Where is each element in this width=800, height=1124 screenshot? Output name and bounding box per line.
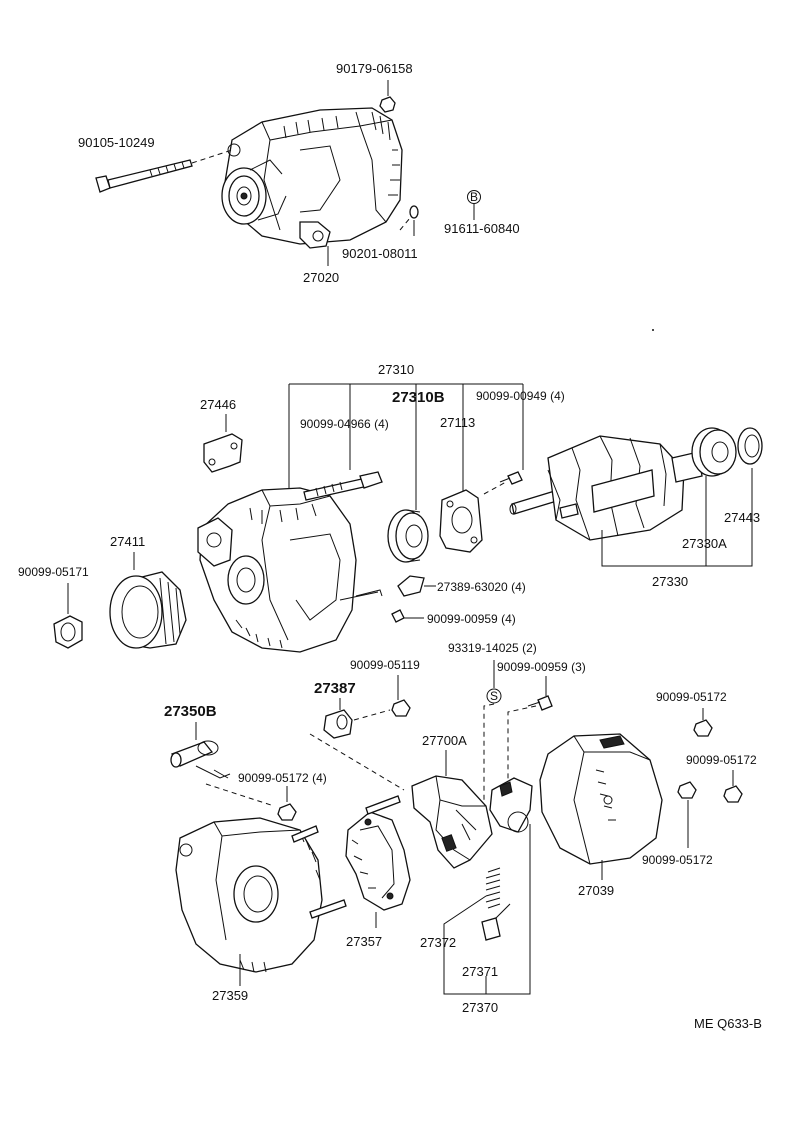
label-27446: 27446 [200,397,236,412]
b-mark: B [470,190,478,204]
washer-90201-08011 [409,205,419,219]
nut-90099-05119 [391,699,411,717]
label-27330: 27330 [652,574,688,589]
screw-90099-00959-b [527,695,553,711]
leader-washer [399,217,411,231]
bolt-90105-10249 [95,159,193,193]
bearing-rear-27330A [691,427,737,477]
label-90099-00959-4: 90099-00959 (4) [427,612,516,626]
label-27113: 27113 [440,415,475,430]
nut-90099-05172-a [277,803,297,821]
label-27350B: 27350B [164,703,217,720]
pulley-27411 [109,571,187,649]
rear-cover-27039 [539,733,663,865]
leader-screw-00959-3 [507,705,537,796]
nut-90179-06158 [379,80,396,113]
label-27389-63020: 27389-63020 (4) [437,580,526,594]
label-27371: 27371 [462,964,498,979]
label-27372: 27372 [420,935,456,950]
label-90099-04966: 90099-04966 (4) [300,417,389,431]
label-90099-00959-3: 90099-00959 (3) [497,660,586,674]
label-27357: 27357 [346,934,382,949]
label-90099-05172-top: 90099-05172 [656,690,727,704]
rotor-27330 [509,435,703,541]
leader-screw-00949 [483,481,507,495]
b-mark-circle [467,190,481,204]
label-27310: 27310 [378,362,414,377]
spring-27372 [485,867,501,909]
label-27039: 27039 [578,883,614,898]
reference-code: ME Q633-B [694,1016,762,1031]
nut-90099-05172-b [693,719,713,737]
label-90099-05172-right: 90099-05172 [686,753,757,767]
s-mark-circle [486,688,502,704]
stud-90099-04966 [303,471,383,501]
label-27370: 27370 [462,1000,498,1015]
label-90105-10249: 90105-10249 [78,135,155,150]
label-90201-08011: 90201-08011 [342,246,418,261]
screw-90099-00959-a [391,609,405,623]
leader-bolt-top [191,149,233,164]
drive-end-frame [197,487,383,653]
label-93319-14025: 93319-14025 (2) [448,641,537,655]
terminal-insulator-27350B [170,740,231,779]
s-mark: S [490,689,498,703]
label-27411: 27411 [110,534,145,549]
label-27387: 27387 [314,680,356,697]
label-27359: 27359 [212,988,248,1003]
label-27020: 27020 [303,270,339,285]
screw-90099-00949 [499,471,523,485]
bushing-27387 [323,709,353,739]
nut-90099-05171 [53,615,83,649]
regulator-27700A [411,775,493,869]
bracket-27446 [203,433,243,473]
leader-s-mark [483,703,495,804]
label-27330A: 27330A [682,536,727,551]
rectifier-27357 [345,795,411,911]
brush-holder [489,777,533,833]
insulator-27389-63020 [397,575,425,597]
label-91611-60840: 91611-60840 [444,221,520,236]
label-90099-05172-bottom: 90099-05172 [642,853,713,867]
rectifier-end-frame-27359 [175,817,347,973]
alternator-assembly-27020 [221,107,403,249]
label-90099-05119: 90099-05119 [350,658,420,672]
leader-terminal [309,733,405,791]
label-27700A: 27700A [422,733,467,748]
retainer-plate-27113 [439,489,483,553]
label-90179-06158: 90179-06158 [336,61,413,76]
leader-nut-05172-4 [205,783,275,807]
bearing-cover-27443 [737,427,763,465]
label-90099-05171: 90099-05171 [18,565,89,579]
leader-bushing [353,709,391,721]
label-27310B: 27310B [392,389,445,406]
nut-90099-05172-c [723,785,743,803]
bearing-front [387,509,429,563]
brush-27371 [481,903,511,941]
label-27443: 27443 [724,510,760,525]
nut-90099-05172-d [677,781,697,799]
label-90099-05172-4: 90099-05172 (4) [238,771,327,785]
label-90099-00949: 90099-00949 (4) [476,389,565,403]
